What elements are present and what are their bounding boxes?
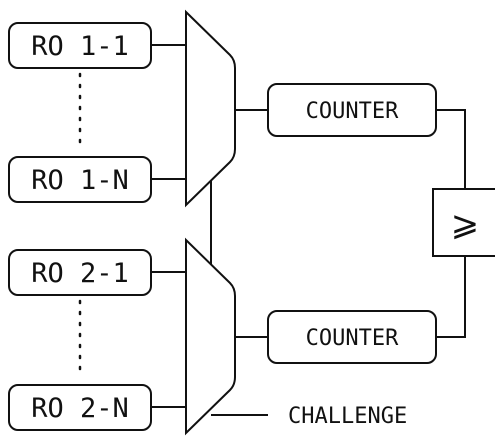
counter-1-label: COUNTER [306,99,399,124]
counter-2-label: COUNTER [306,326,399,351]
comparator-box [432,188,495,257]
wire-counter-1-to-comparator [436,109,466,189]
mux-1 [185,9,236,208]
wire-counter-2-to-comparator [436,256,466,338]
ro-2-n-label: RO 2-N [31,393,129,424]
ro-1-1-label: RO 1-1 [31,31,129,62]
comparator-symbol: ⩾ [451,204,480,244]
ro-2-1-label: RO 2-1 [31,258,129,289]
mux-2 [185,237,236,436]
challenge-label: CHALLENGE [288,404,407,429]
ro-1-n-label: RO 1-N [31,165,129,196]
